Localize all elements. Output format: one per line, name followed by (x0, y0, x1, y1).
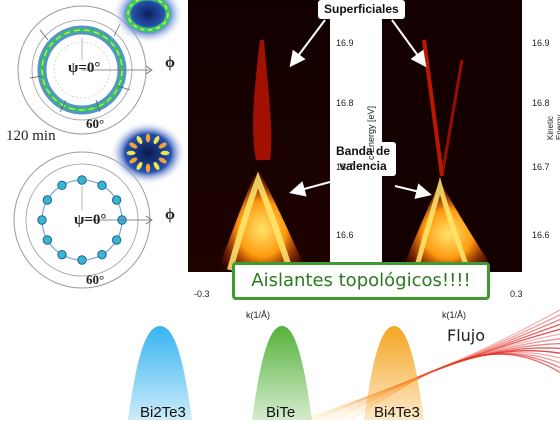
cone-label-bi2te3: Bi2Te3 (140, 404, 186, 421)
time-label: 120 min (6, 128, 56, 144)
diffraction-spot (111, 195, 122, 205)
inset-spot (126, 150, 136, 156)
inset-spot (129, 142, 138, 149)
cone-bi2te3 (128, 326, 192, 420)
x-axis-label-right: k(1/Å) (442, 310, 467, 320)
y-axis-label-left: c Energy [eV] (366, 105, 376, 160)
diffraction-spot (77, 175, 87, 185)
y-tick-right: 16.8 (532, 98, 550, 108)
inset-spot (160, 150, 170, 156)
inset-blob-bottom (110, 121, 186, 185)
cone-label-bite: BiTe (266, 404, 296, 421)
y-tick-right: 16.7 (532, 162, 550, 172)
diffraction-spot (111, 235, 122, 245)
top-psi-label: ψ=0° (68, 60, 101, 76)
diffraction-spot (42, 195, 53, 205)
y-tick-left: 16.9 (336, 38, 354, 48)
bottom-phi-label: ϕ (165, 206, 175, 223)
diffraction-spot (37, 215, 47, 225)
y-axis-label-right: Kinetic Energy [eV] (546, 114, 560, 140)
diffraction-spot (42, 235, 53, 245)
y-tick-left: 16.8 (336, 98, 354, 108)
arpes-panel-left (188, 0, 330, 272)
x-tick-left: -0.3 (194, 289, 210, 299)
top-phi-label: ϕ (165, 54, 175, 71)
cone-bi4te3 (364, 326, 424, 420)
y-tick-right: 16.9 (532, 38, 550, 48)
cone-label-bi4te3: Bi4Te3 (374, 404, 420, 421)
bottom-psi-label: ψ=0° (74, 212, 107, 228)
callout-valence-line1: Banda de (336, 144, 391, 158)
inset-spot (145, 163, 151, 173)
inset-spot (136, 161, 143, 171)
x-tick-right: 0.3 (510, 289, 523, 299)
bottom-angle-label: 60° (86, 272, 105, 287)
flux-label: Flujo (447, 326, 486, 345)
y-tick-left: 16.6 (336, 230, 354, 240)
diffraction-spot (97, 180, 107, 191)
flux-stream (300, 309, 560, 420)
cone-bite (252, 326, 312, 420)
inset-spot (145, 133, 151, 143)
diffraction-spot (77, 255, 87, 265)
callout-valence-band: Banda de valencia (330, 142, 397, 176)
diffraction-spot (57, 180, 67, 191)
inset-spot (129, 157, 138, 164)
inset-spot (153, 135, 160, 145)
polar-plot-bottom (13, 151, 153, 289)
inset-spot (153, 161, 160, 171)
callout-valence-line2: valencia (339, 159, 387, 173)
y-tick-left: 16.7 (336, 162, 354, 172)
callout-surface-states: Superficiales (318, 0, 405, 19)
topological-insulators-banner: Aislantes topológicos!!!! (232, 262, 490, 300)
source-cones (128, 326, 424, 420)
y-tick-right: 16.6 (532, 230, 550, 240)
diffraction-spot (97, 249, 107, 260)
polar-plot-top (17, 5, 153, 135)
inset-spot (158, 142, 167, 149)
top-angle-label: 60° (86, 116, 105, 131)
inset-spot (136, 135, 143, 145)
arpes-panel-right (382, 0, 522, 272)
diffraction-spot (57, 249, 67, 260)
x-axis-label-left: k(1/Å) (246, 310, 271, 320)
inset-spot (158, 157, 167, 164)
inset-blob-top (112, 0, 184, 44)
